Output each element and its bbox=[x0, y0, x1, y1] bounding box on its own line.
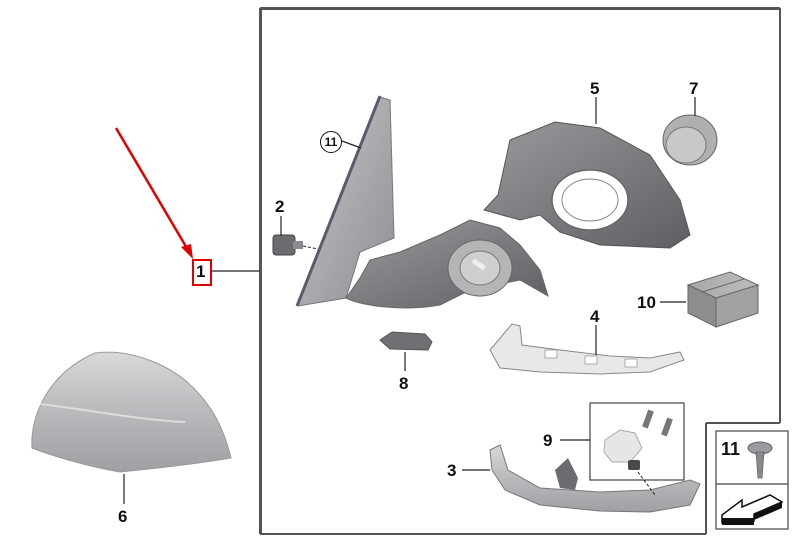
repair-kit-box-shape bbox=[686, 271, 760, 328]
mirror-base-shape bbox=[345, 219, 549, 309]
screw-icon bbox=[747, 441, 773, 479]
callout-7[interactable]: 7 bbox=[689, 79, 699, 98]
red-arrow-icon bbox=[114, 127, 193, 259]
callout-11-circled[interactable]: 11 bbox=[320, 131, 342, 153]
lower-trim-shape bbox=[489, 444, 701, 513]
callout-8[interactable]: 8 bbox=[399, 374, 409, 393]
adjustment-motor-shape bbox=[662, 114, 718, 166]
callout-4[interactable]: 4 bbox=[590, 307, 600, 326]
callout-10[interactable]: 10 bbox=[637, 293, 656, 312]
connector-shape bbox=[272, 234, 303, 256]
callout-1[interactable]: 1 bbox=[196, 262, 206, 281]
legend-screw-number: 11 bbox=[721, 439, 741, 459]
light-guide-shape bbox=[489, 323, 685, 375]
clip-and-screws-shape bbox=[603, 409, 673, 470]
direction-arrow-icon bbox=[721, 494, 784, 525]
housing-frame-shape bbox=[483, 121, 691, 249]
callout-2[interactable]: 2 bbox=[275, 197, 285, 216]
cover-plate-shape bbox=[379, 331, 433, 351]
mirror-cap-shape bbox=[31, 351, 232, 473]
callout-9[interactable]: 9 bbox=[543, 431, 553, 450]
selected-callout-highlight bbox=[192, 259, 212, 286]
callout-3[interactable]: 3 bbox=[447, 461, 457, 480]
callout-5[interactable]: 5 bbox=[590, 79, 600, 98]
callout-6[interactable]: 6 bbox=[118, 507, 128, 526]
